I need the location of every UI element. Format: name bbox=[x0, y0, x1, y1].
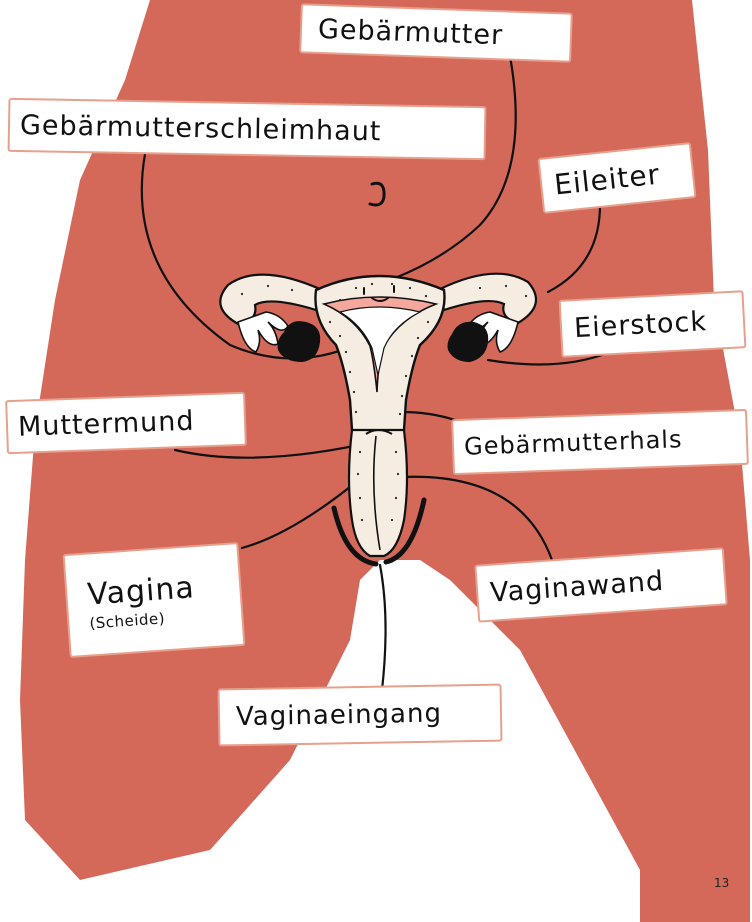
label-vagina: Vagina (Scheide) bbox=[63, 542, 246, 658]
page-number: 13 bbox=[714, 876, 729, 890]
label-gebaermutterschleimhaut: Gebärmutterschleimhaut bbox=[8, 98, 487, 160]
label-vaginaeingang-text: Vaginaeingang bbox=[236, 698, 500, 733]
label-eierstock-text: Eierstock bbox=[573, 304, 743, 344]
label-gebaermutterhals-text: Gebärmutterhals bbox=[464, 423, 747, 461]
label-muttermund: Muttermund bbox=[5, 392, 247, 454]
label-vaginaeingang: Vaginaeingang bbox=[218, 684, 503, 747]
label-eierstock: Eierstock bbox=[559, 290, 747, 358]
label-eileiter-text: Eileiter bbox=[553, 154, 694, 201]
label-gebaermutter-text: Gebärmutter bbox=[318, 13, 571, 53]
label-schleimhaut-text: Gebärmutterschleimhaut bbox=[20, 110, 484, 149]
label-gebaermutter: Gebärmutter bbox=[299, 3, 573, 62]
label-gebaermutterhals: Gebärmutterhals bbox=[451, 409, 749, 475]
label-vaginawand-text: Vaginawand bbox=[489, 561, 725, 608]
label-muttermund-text: Muttermund bbox=[18, 403, 245, 442]
